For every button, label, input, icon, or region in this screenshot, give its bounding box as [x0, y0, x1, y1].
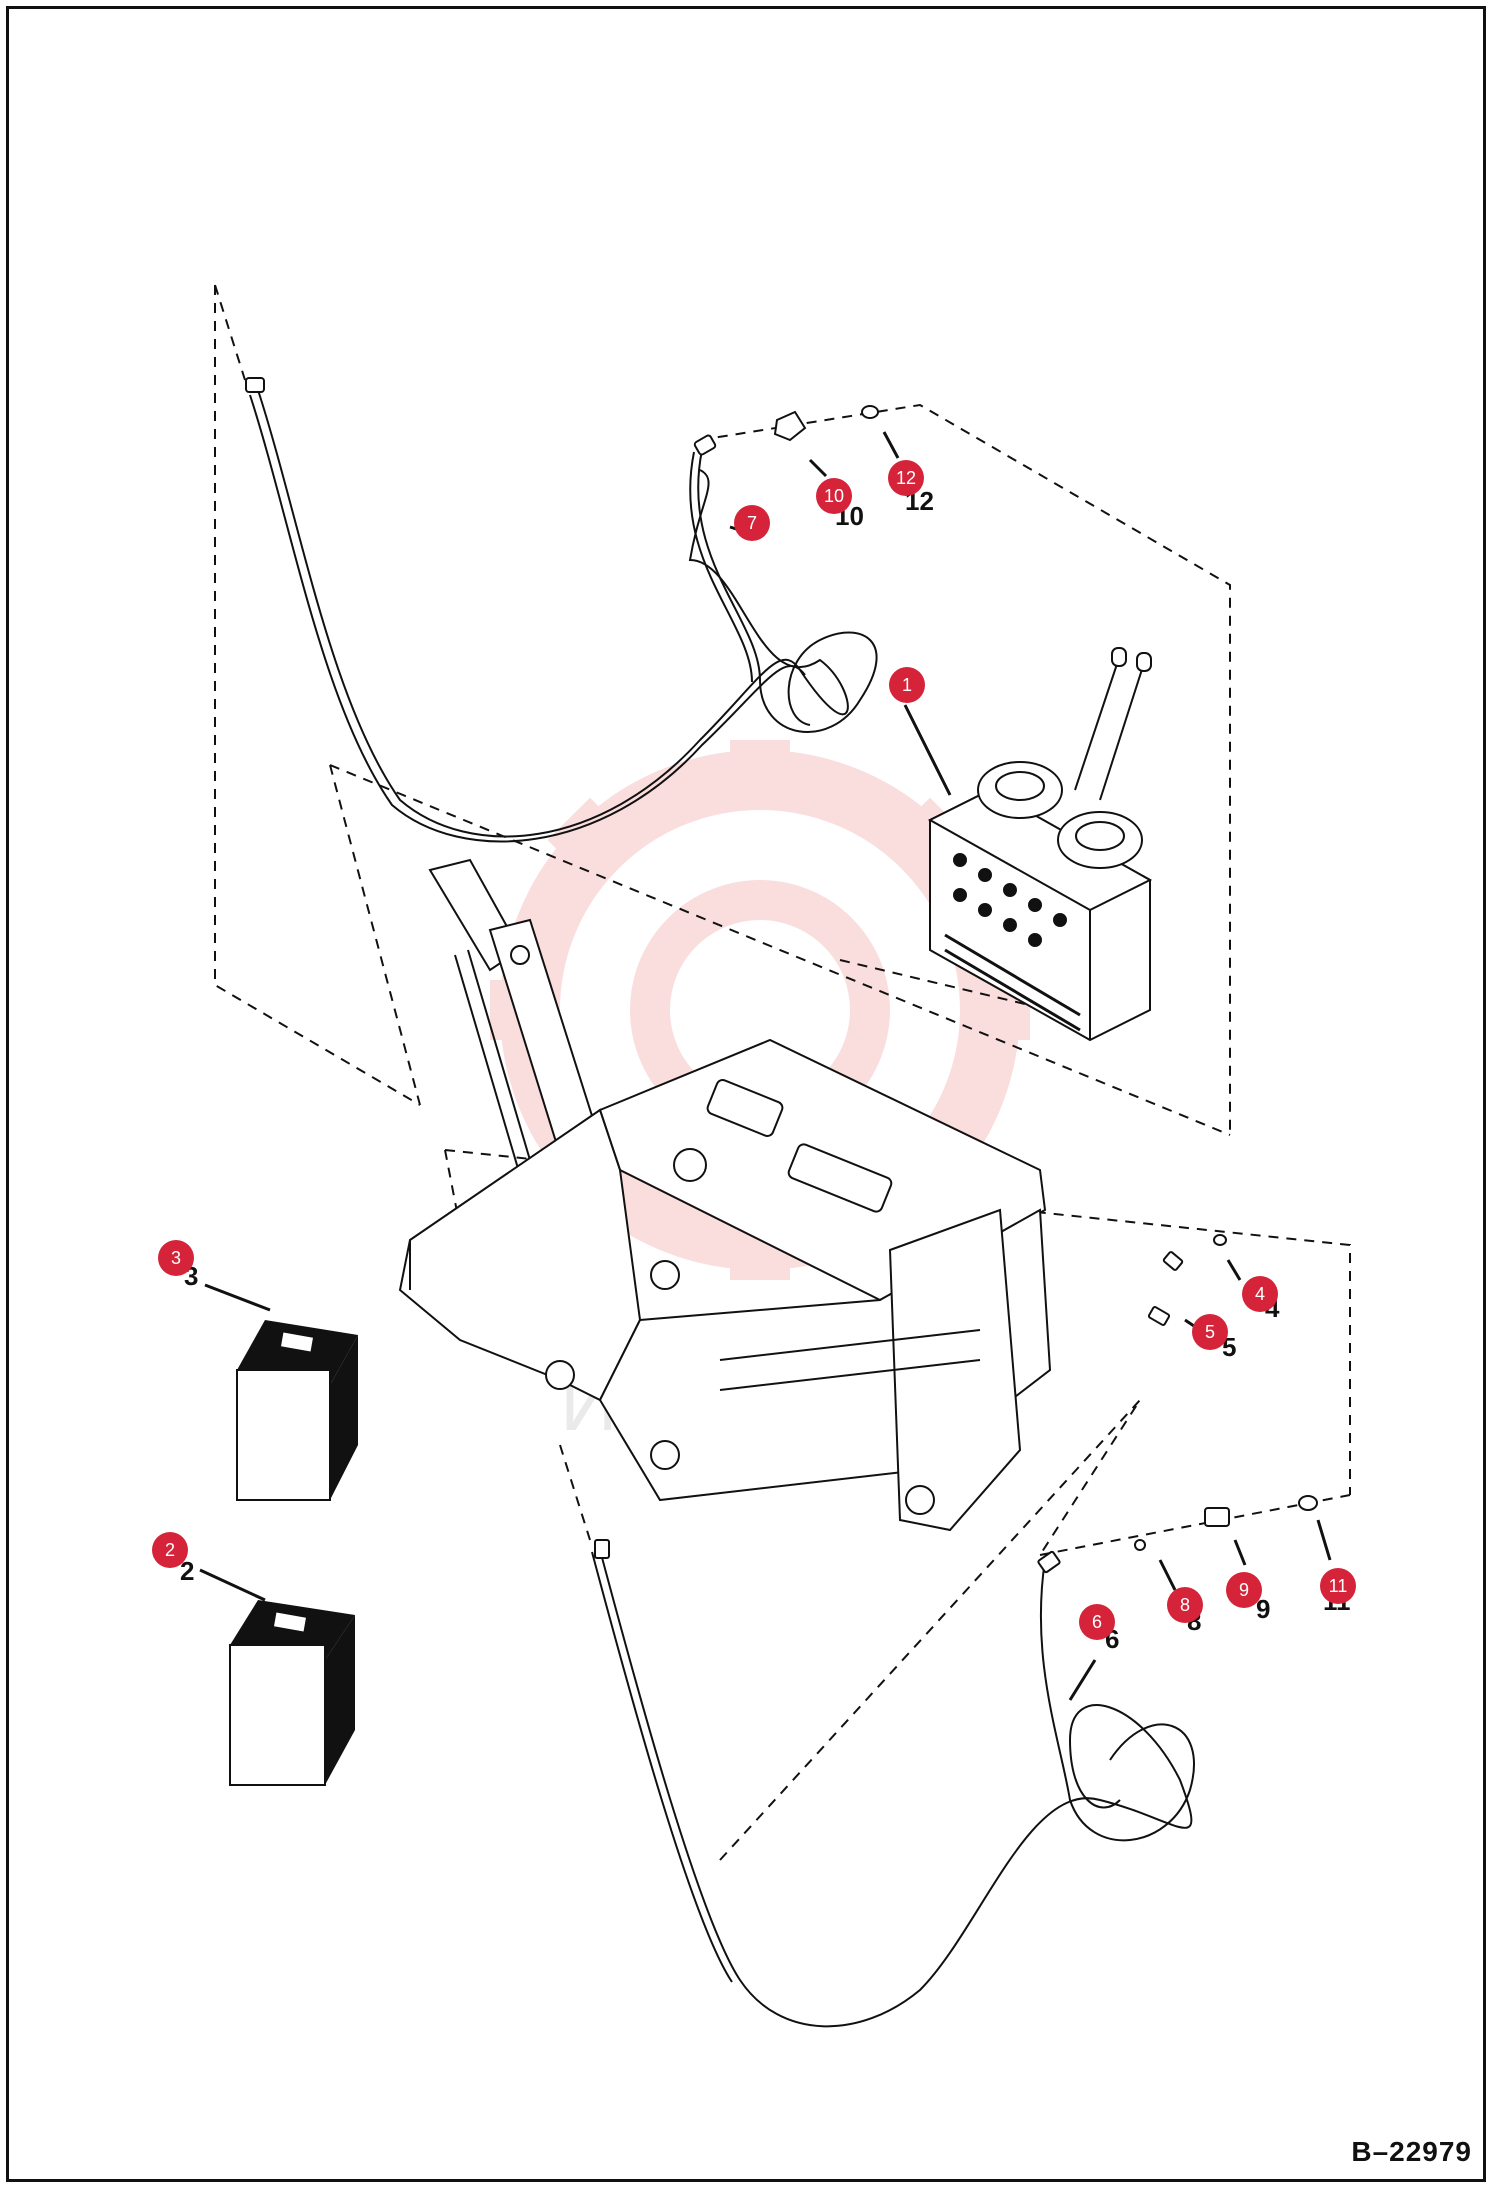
- main-frame: [398, 1038, 1052, 1532]
- callout-10[interactable]: 10: [816, 478, 852, 514]
- svg-text:12: 12: [896, 468, 916, 488]
- svg-text:4: 4: [1255, 1284, 1265, 1304]
- hose-long: [249, 389, 849, 843]
- spacer-block-3: [236, 1320, 358, 1501]
- drawing-border: [6, 6, 1486, 2182]
- svg-text:7: 7: [747, 513, 757, 533]
- callout-3[interactable]: 3: [158, 1240, 194, 1276]
- part-ref-2: 2: [180, 1556, 194, 1586]
- hose-lower-right: [1039, 1559, 1195, 1842]
- hose-lower-left: [591, 1549, 1193, 2028]
- callout-4[interactable]: 4: [1242, 1276, 1278, 1312]
- part-ref-9: 9: [1256, 1594, 1270, 1624]
- callout-9[interactable]: 9: [1226, 1572, 1262, 1608]
- control-valve-assembly: [927, 647, 1153, 1042]
- callout-6[interactable]: 6: [1079, 1604, 1115, 1640]
- leader-lines: [199, 431, 1332, 1701]
- callout-2[interactable]: 2: [152, 1532, 188, 1568]
- svg-text:8: 8: [1180, 1595, 1190, 1615]
- callout-12[interactable]: 12: [888, 460, 924, 496]
- callout-5[interactable]: 5: [1192, 1314, 1228, 1350]
- callout-11[interactable]: 11: [1320, 1568, 1356, 1604]
- svg-text:5: 5: [1205, 1322, 1215, 1342]
- fittings: [245, 377, 1318, 1574]
- drawing-number: B–22979: [1351, 2136, 1472, 2167]
- hose-upper: [689, 449, 878, 734]
- callout-7[interactable]: 7: [734, 505, 770, 541]
- svg-text:3: 3: [171, 1248, 181, 1268]
- svg-text:11: 11: [1329, 1576, 1348, 1596]
- svg-text:9: 9: [1239, 1580, 1249, 1600]
- svg-text:6: 6: [1092, 1612, 1102, 1632]
- svg-text:2: 2: [165, 1540, 175, 1560]
- callout-8[interactable]: 8: [1167, 1587, 1203, 1623]
- spacer-block-2: [229, 1600, 355, 1786]
- callout-1[interactable]: 1: [889, 667, 925, 703]
- svg-text:10: 10: [824, 486, 844, 506]
- svg-text:1: 1: [902, 675, 912, 695]
